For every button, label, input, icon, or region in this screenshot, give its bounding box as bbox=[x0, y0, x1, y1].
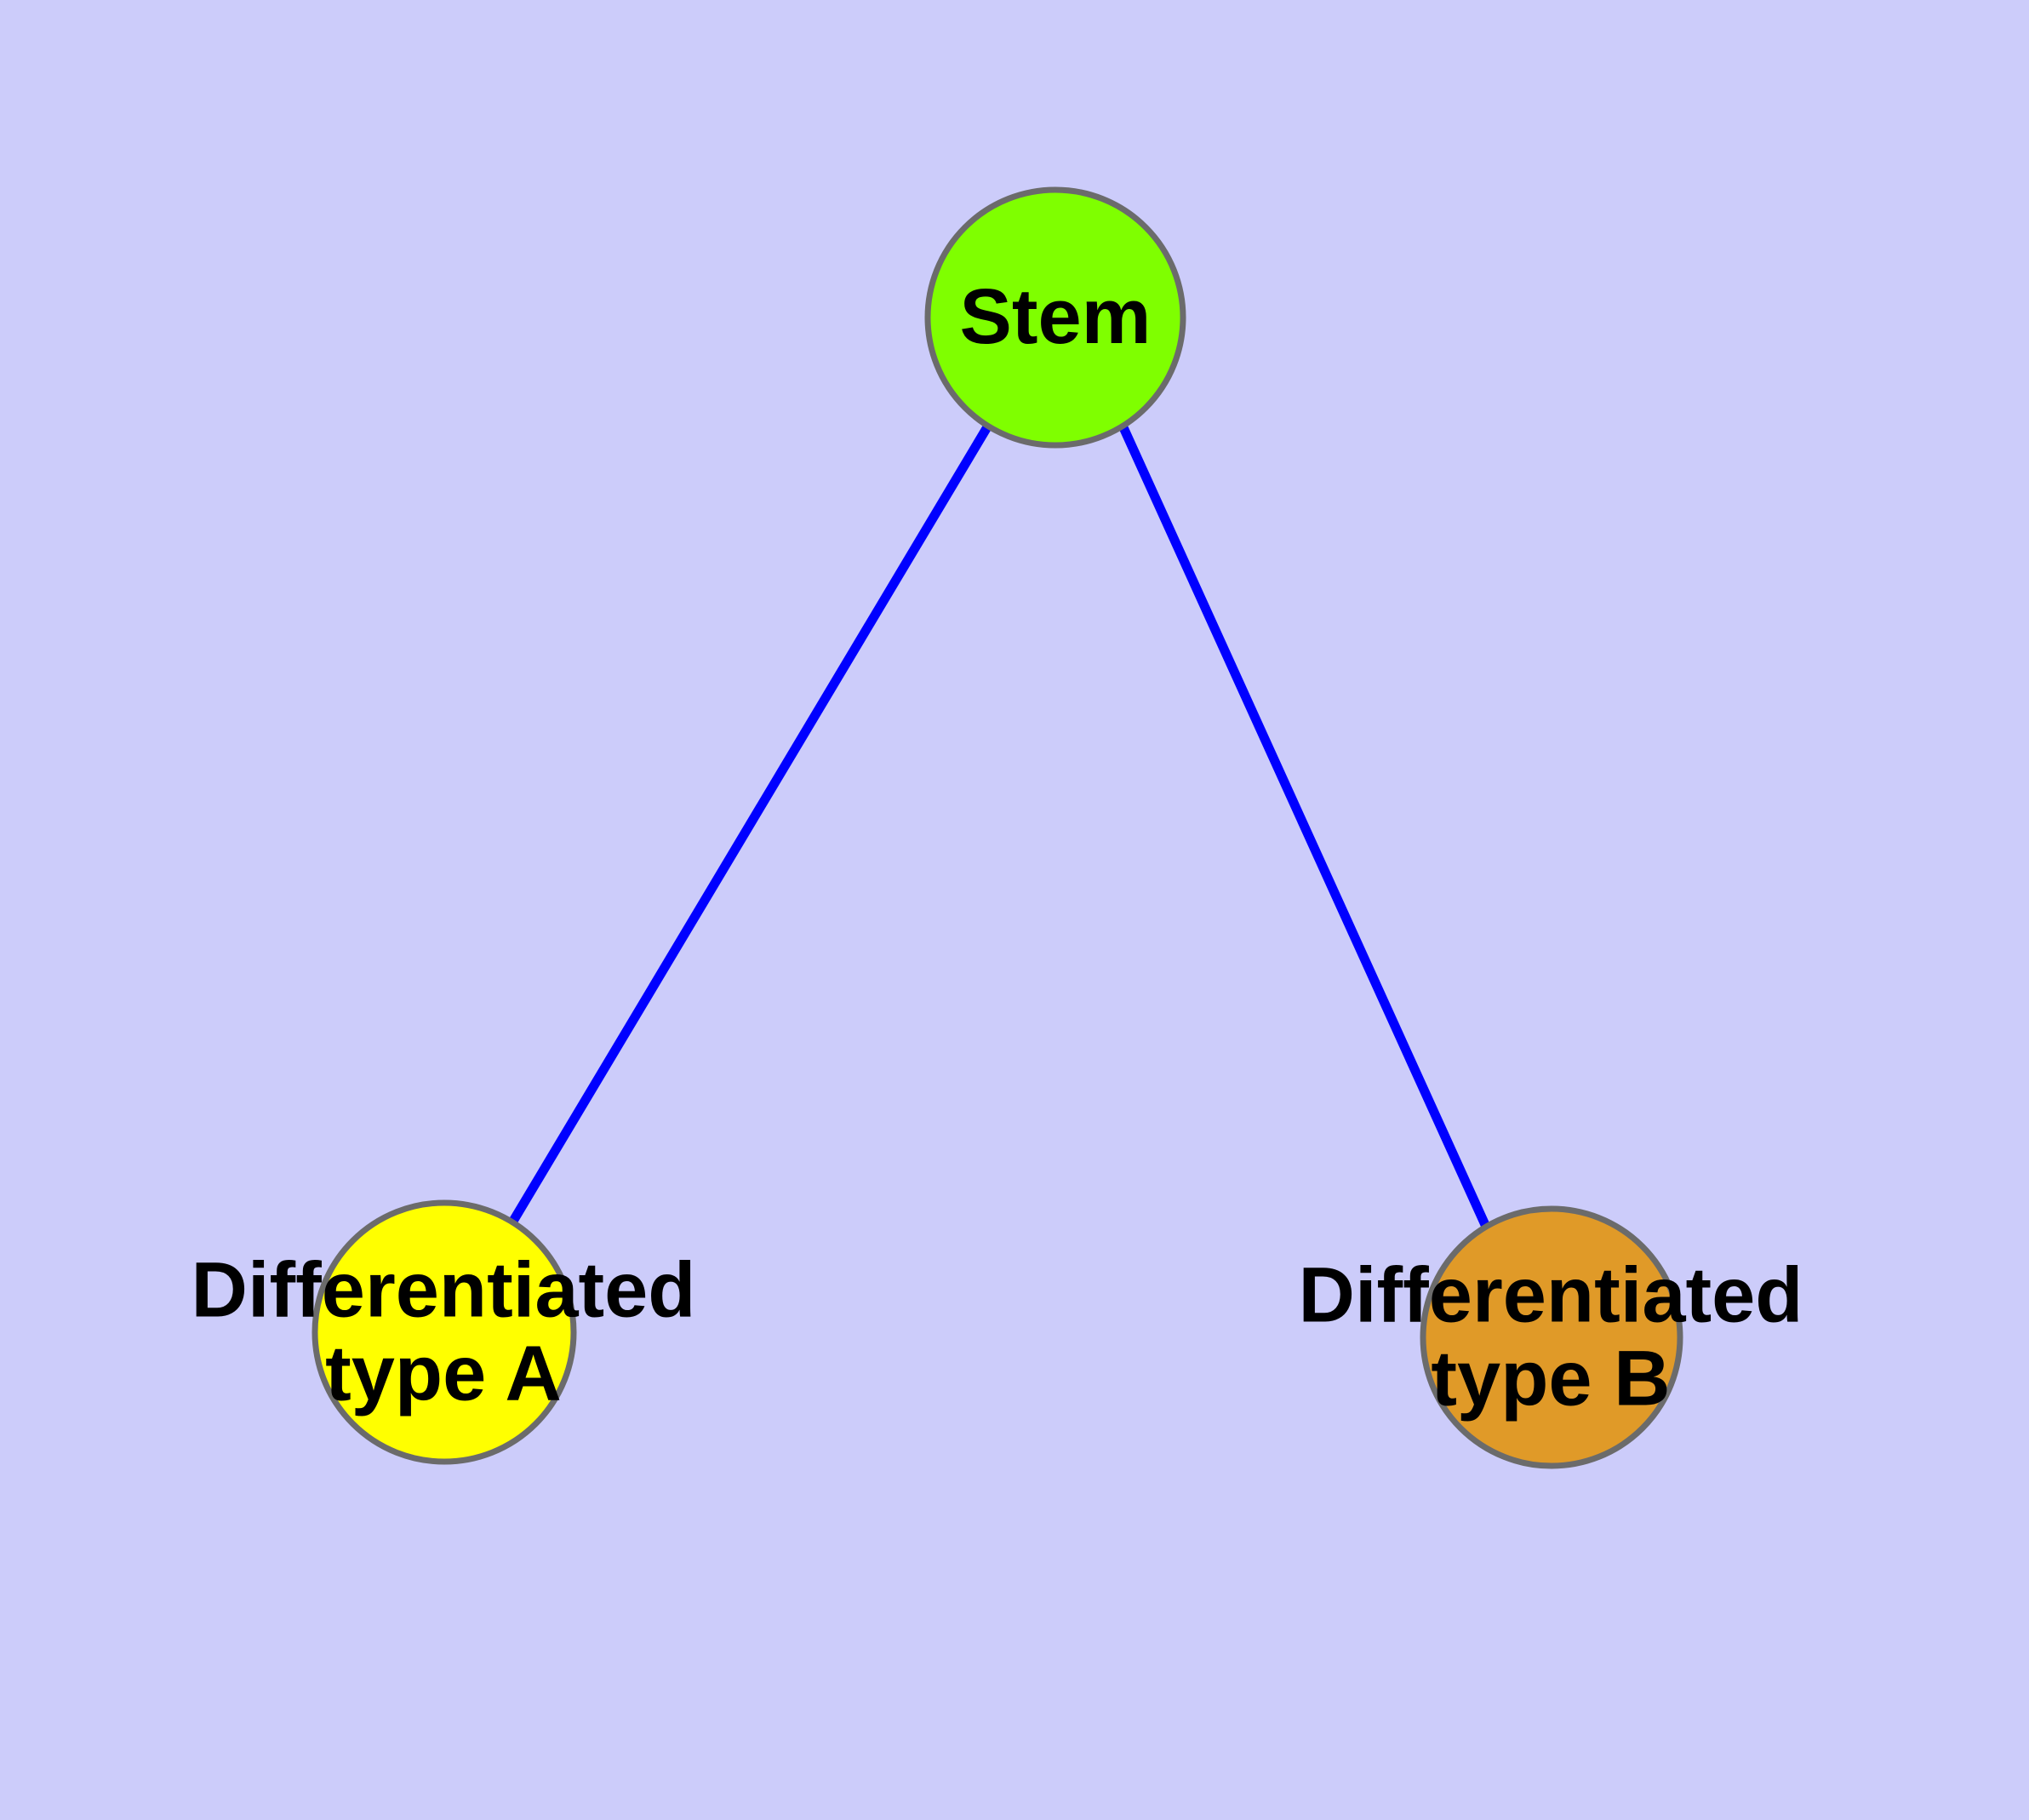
edge-layer bbox=[508, 423, 1491, 1229]
node-circle-differentiated-type-b[interactable] bbox=[1420, 1205, 1683, 1469]
node-circle-differentiated-type-a[interactable] bbox=[311, 1199, 577, 1465]
node-circle-stem[interactable] bbox=[924, 186, 1186, 449]
edge-stem-to-type-a[interactable] bbox=[508, 423, 992, 1225]
node-layer bbox=[311, 186, 1683, 1469]
edge-stem-to-type-b[interactable] bbox=[1117, 423, 1491, 1229]
